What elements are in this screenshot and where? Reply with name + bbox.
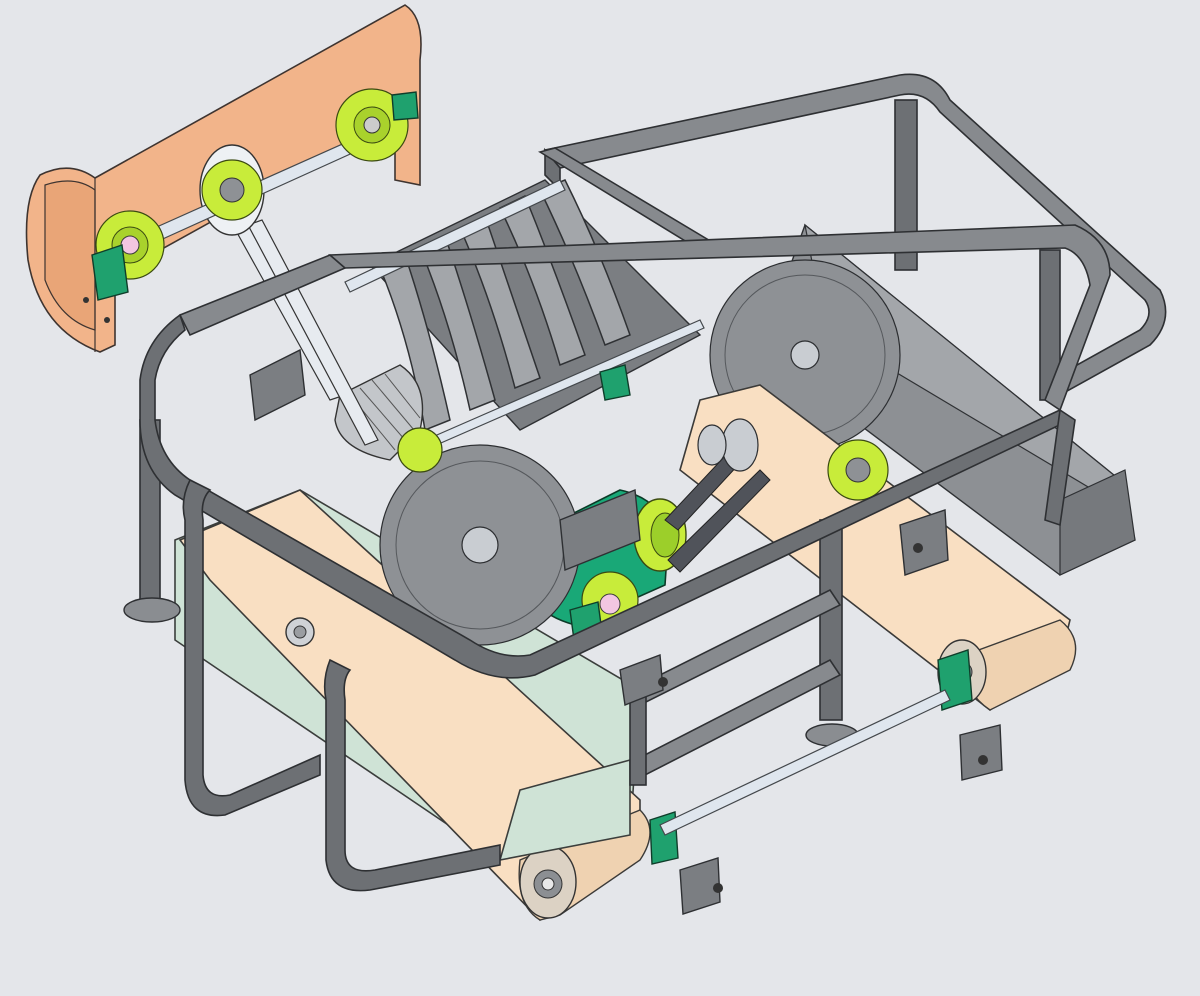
- base-frame: [123, 419, 859, 786]
- sprocket-mid: [201, 159, 263, 221]
- sprocket-right: [827, 439, 889, 501]
- lower-drive-shaft: [659, 689, 951, 836]
- upper-frame-back: [537, 73, 1167, 401]
- sprocket-top: [335, 88, 409, 162]
- front-rounded-frame: [139, 224, 1111, 892]
- conveyor-belt-front: [174, 489, 651, 922]
- sprocket-front-saw: [397, 427, 443, 473]
- mounting-brackets: [249, 348, 1003, 915]
